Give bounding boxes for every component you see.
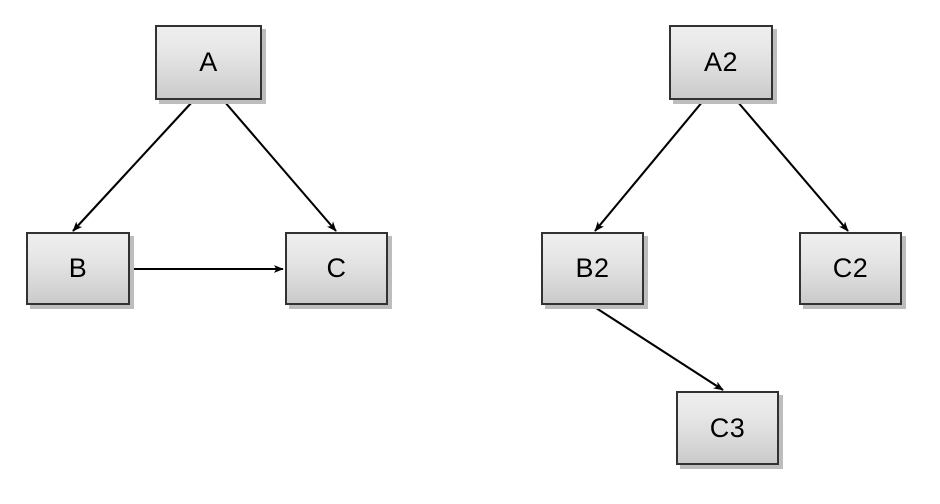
- edge-b2-to-c3: [592, 305, 724, 391]
- node-a[interactable]: A: [155, 25, 262, 100]
- node-label-b2: B2: [575, 253, 610, 283]
- node-c2[interactable]: C2: [799, 232, 902, 305]
- node-c[interactable]: C: [285, 232, 388, 305]
- node-label-c2: C2: [832, 253, 869, 283]
- node-b[interactable]: B: [26, 232, 130, 305]
- edge-a-to-b: [72, 100, 194, 232]
- node-label-b: B: [68, 253, 88, 283]
- node-label-c: C: [326, 253, 347, 283]
- node-a2[interactable]: A2: [669, 25, 773, 100]
- edge-a-to-c: [223, 100, 337, 232]
- edge-a2-to-b2: [594, 100, 704, 232]
- node-c3[interactable]: C3: [676, 391, 779, 465]
- node-label-c3: C3: [709, 412, 746, 443]
- node-label-a: A: [199, 47, 218, 77]
- node-b2[interactable]: B2: [541, 232, 644, 305]
- node-label-a2: A2: [703, 47, 739, 77]
- edge-a2-to-c2: [736, 100, 849, 232]
